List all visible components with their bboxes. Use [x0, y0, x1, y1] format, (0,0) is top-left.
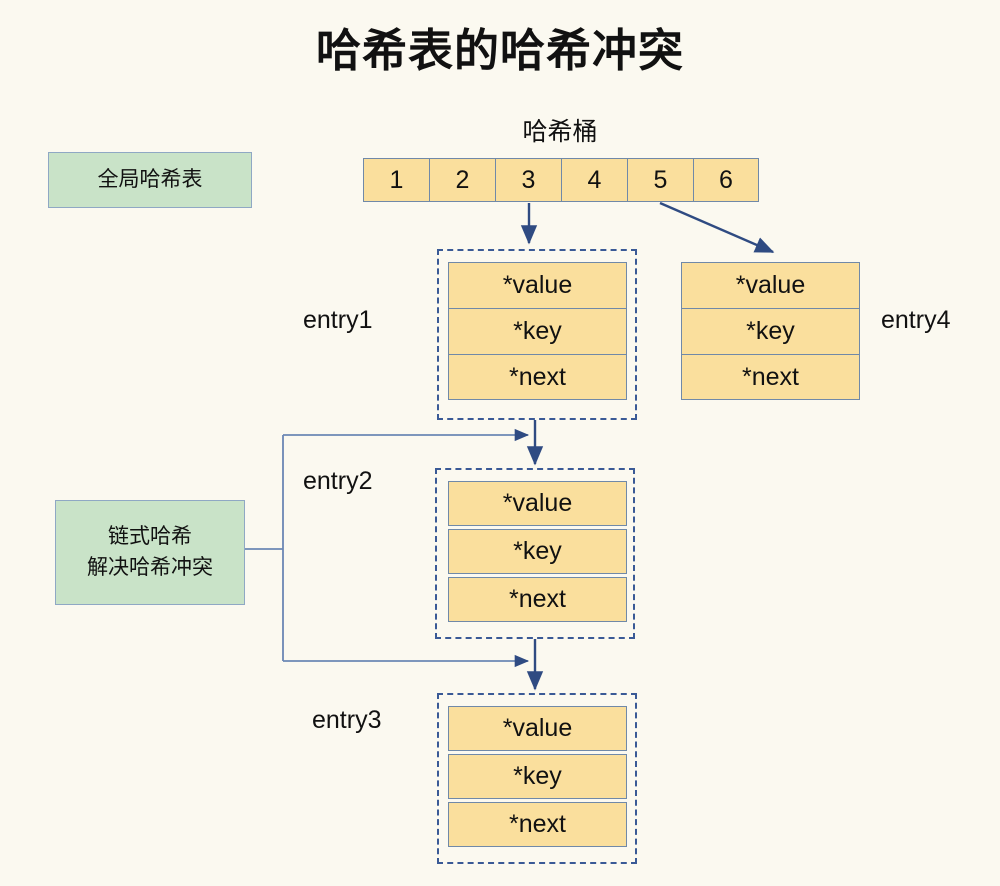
entry3-row-next: *next: [448, 802, 627, 847]
entry2-row-next: *next: [448, 577, 627, 622]
note-chained-hashing: 链式哈希 解决哈希冲突: [55, 500, 245, 605]
entry1-node: *value *key *next: [448, 262, 627, 400]
entry4-row-value: *value: [681, 262, 860, 308]
arrow-bucket5-to-entry4: [659, 201, 775, 254]
bucket-cell-3[interactable]: 3: [495, 158, 561, 202]
note-global-hash-table: 全局哈希表: [48, 152, 252, 208]
entry3-row-value: *value: [448, 706, 627, 751]
entry3-label: entry3: [312, 706, 382, 734]
entry2-dashed-outline: [435, 468, 635, 639]
entry3-dashed-outline: [437, 693, 637, 864]
bucket-cell-1[interactable]: 1: [363, 158, 429, 202]
page-title: 哈希表的哈希冲突: [315, 25, 684, 76]
entry4-row-next: *next: [681, 354, 860, 400]
note-chain-line2: 解决哈希冲突: [87, 555, 213, 579]
entry2-label: entry2: [303, 467, 373, 495]
entry4-label: entry4: [881, 306, 951, 334]
bucket-cell-2[interactable]: 2: [429, 158, 495, 202]
note-chain-line1: 链式哈希: [108, 525, 192, 549]
entry4-row-key: *key: [681, 308, 860, 354]
entry1-label: entry1: [303, 306, 373, 334]
entry4-node: *value *key *next: [681, 262, 860, 400]
entry2-row-value: *value: [448, 481, 627, 526]
entry1-row-value: *value: [448, 262, 627, 308]
entry1-row-key: *key: [448, 308, 627, 354]
bucket-cell-6[interactable]: 6: [693, 158, 759, 202]
entry3-row-key: *key: [448, 754, 627, 799]
hash-bucket-label: 哈希桶: [522, 118, 598, 146]
entry2-row-key: *key: [448, 529, 627, 574]
entry3-node: *value *key *next: [448, 706, 627, 847]
bucket-cell-5[interactable]: 5: [627, 158, 693, 202]
entry1-row-next: *next: [448, 354, 627, 400]
entry1-dashed-outline: [437, 249, 637, 420]
bucket-cell-4[interactable]: 4: [561, 158, 627, 202]
note-global-label: 全局哈希表: [97, 167, 203, 191]
entry2-node: *value *key *next: [448, 481, 627, 622]
hash-bucket-array: 1 2 3 4 5 6: [363, 158, 759, 202]
